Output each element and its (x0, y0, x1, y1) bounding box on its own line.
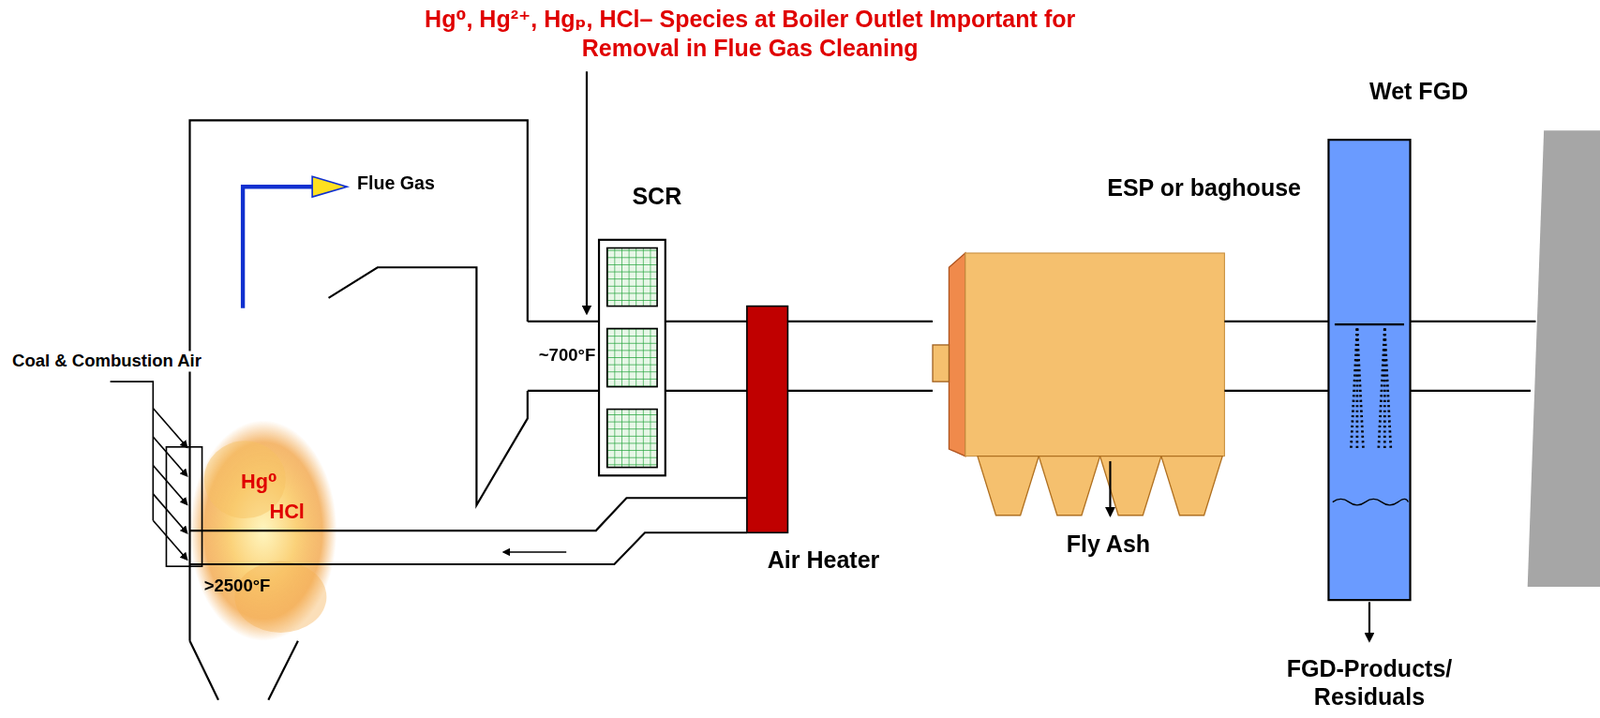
duct-wall (665, 320, 748, 323)
duct-wall (1224, 389, 1329, 392)
catalyst-layer (607, 248, 658, 307)
temperature-label: ~700°F (538, 345, 596, 367)
flue-gas-arrow (242, 186, 316, 309)
air-flow-arrow (504, 551, 567, 554)
temperature-label: >2500°F (204, 576, 271, 598)
equipment-label: SCR (631, 182, 682, 211)
air-heater: Air Heater (747, 306, 789, 534)
inlet-label: Coal & Combustion Air (10, 350, 204, 372)
duct-wall (787, 320, 933, 323)
residual-arrow (1368, 601, 1371, 641)
burner-arrows (152, 407, 187, 559)
air-heater (747, 306, 789, 534)
scr-reactor (598, 239, 666, 476)
fgd-tower (1328, 139, 1410, 600)
catalyst-layer (607, 409, 658, 468)
callout-title: Hg⁰, Hg²⁺, Hgₚ, HCl– Species at Boiler O… (423, 6, 1077, 63)
flue-gas-duct (787, 321, 933, 391)
fly-ash-arrow (1108, 461, 1111, 516)
catalyst-layer (607, 328, 658, 388)
air-duct (189, 497, 747, 565)
output-label: FGD-Products/ Residuals (1272, 655, 1467, 712)
esp-inlet (948, 253, 965, 457)
output-label: Fly Ash (1066, 530, 1152, 559)
boiler-outline (189, 119, 527, 700)
callout-arrow (585, 71, 588, 314)
slurry-level (1332, 498, 1409, 506)
esp-inlet-flange (932, 344, 949, 382)
equipment-label: Air Heater (767, 547, 881, 576)
spray-nozzles (1350, 328, 1391, 449)
species-label: Hg⁰ (240, 469, 278, 494)
wet-fgd: Wet FGD (1328, 139, 1410, 600)
flue-gas-duct (665, 321, 748, 391)
stack (1527, 130, 1600, 587)
esp-baghouse: ESP or baghouse (932, 253, 1225, 458)
flue-gas-duct (1224, 321, 1329, 391)
esp-body (965, 253, 1226, 457)
flame (234, 561, 327, 633)
flue-gas-arrowhead (312, 176, 347, 197)
coal-feed-line (110, 381, 154, 521)
burner-box (165, 447, 202, 567)
esp-hoppers (977, 456, 1223, 516)
flow-label: Flue Gas (357, 173, 435, 196)
species-label: HCl (269, 498, 305, 524)
spray-header (1334, 323, 1405, 326)
duct-wall (665, 389, 748, 392)
scr-reactor: SCR (598, 239, 666, 476)
duct-wall (787, 389, 933, 392)
equipment-label: ESP or baghouse (1106, 174, 1301, 203)
equipment-label: Wet FGD (1369, 77, 1468, 106)
duct-wall (1224, 320, 1329, 323)
